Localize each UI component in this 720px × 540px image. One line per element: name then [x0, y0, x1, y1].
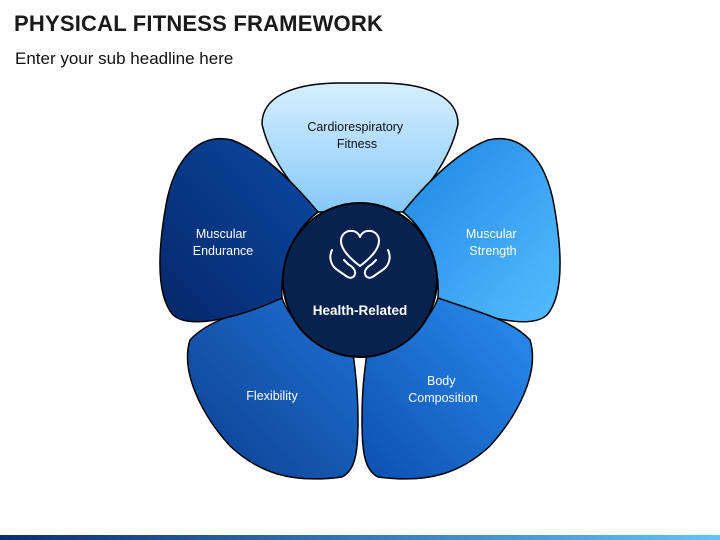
- label-line: Flexibility: [246, 389, 298, 403]
- center-label: Health-Related: [313, 303, 408, 318]
- label-cardiorespiratory: Cardiorespiratory Fitness: [307, 120, 406, 151]
- label-flexibility: Flexibility: [246, 389, 298, 403]
- label-muscular-strength: Muscular Strength: [466, 227, 520, 258]
- label-body-composition: Body Composition: [408, 374, 478, 405]
- page-subtitle: Enter your sub headline here: [15, 49, 234, 68]
- label-line: Composition: [408, 391, 478, 405]
- label-muscular-endurance: Muscular Endurance: [193, 227, 254, 258]
- label-line: Body: [427, 374, 456, 388]
- label-line: Cardiorespiratory: [307, 120, 404, 134]
- center-circle: [282, 202, 438, 358]
- page-title: PHYSICAL FITNESS FRAMEWORK: [14, 11, 384, 36]
- petal-muscular-endurance: [159, 137, 320, 323]
- heart-in-hands-icon: [329, 229, 391, 279]
- label-line: Muscular: [196, 227, 247, 241]
- label-line: Muscular: [466, 227, 517, 241]
- bottom-accent-bar: [0, 535, 720, 540]
- petal-muscular-strength: [401, 137, 561, 323]
- label-line: Endurance: [193, 244, 254, 258]
- label-line: Strength: [469, 244, 516, 258]
- label-line: Fitness: [337, 137, 377, 151]
